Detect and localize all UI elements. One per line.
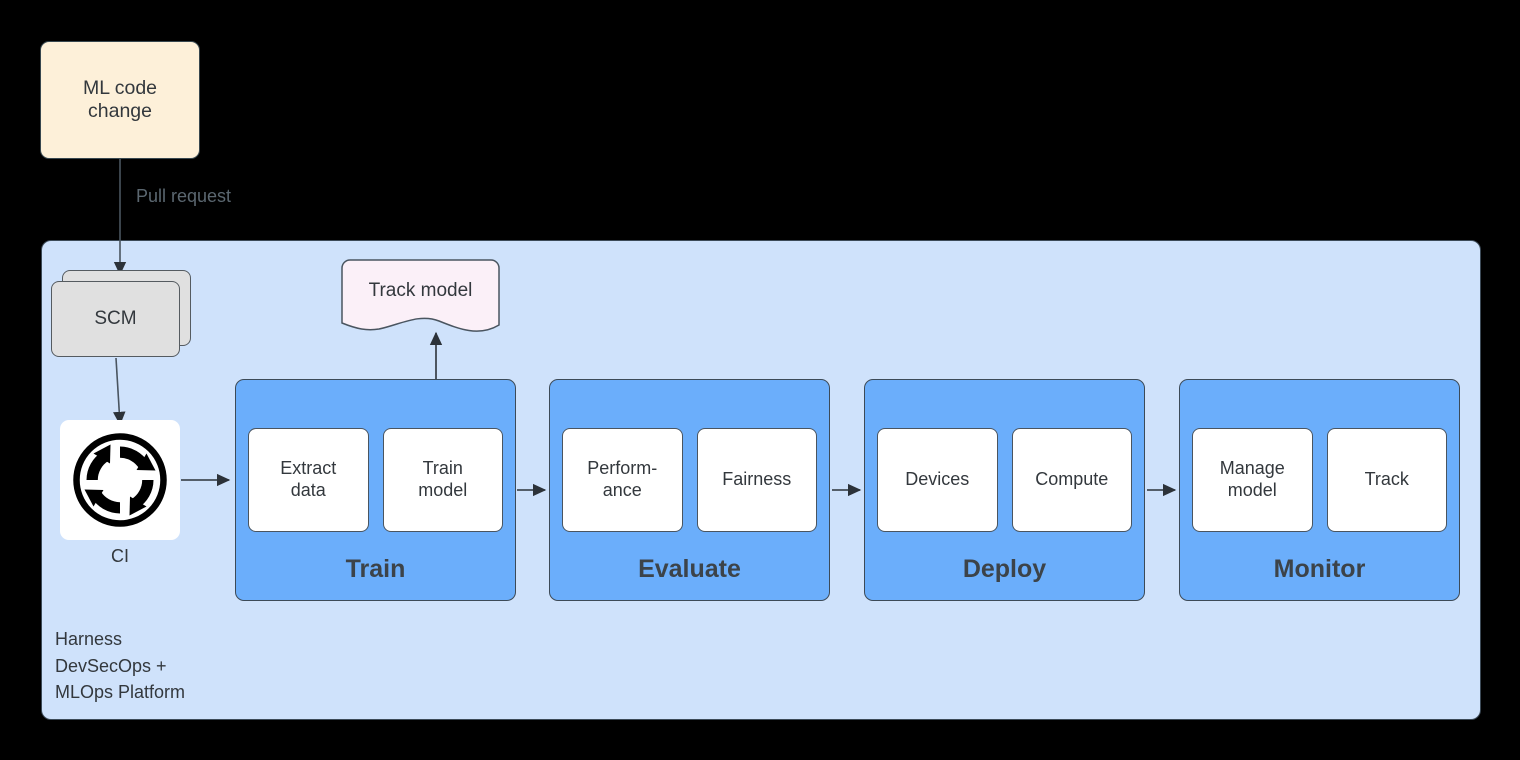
ci-label: CI	[111, 546, 129, 566]
sub-box-manage-model[interactable]: Manage model	[1192, 428, 1313, 532]
stage-monitor[interactable]: Manage model Track Monitor	[1179, 379, 1460, 601]
stage-deploy[interactable]: Devices Compute Deploy	[864, 379, 1145, 601]
continuous-integration-cycle-icon	[73, 433, 167, 527]
stage-evaluate-sub-boxes: Perform- ance Fairness	[562, 428, 817, 532]
scm-node[interactable]: SCM	[51, 270, 191, 357]
stage-evaluate-title: Evaluate	[638, 555, 741, 583]
scm-stack-front-layer	[51, 281, 180, 357]
stage-deploy-title: Deploy	[962, 555, 1047, 583]
stage-monitor-title: Monitor	[1273, 555, 1366, 583]
sub-box-train-model[interactable]: Train model	[382, 428, 503, 532]
scm-label: SCM	[94, 307, 137, 329]
track-model-label: Track model	[368, 279, 473, 301]
stage-train-title: Train	[345, 555, 406, 583]
ml-code-change-label: ML code change	[82, 77, 158, 122]
sub-box-track[interactable]: Track	[1326, 428, 1447, 532]
platform-caption: Harness DevSecOps + MLOps Platform	[55, 629, 186, 703]
stage-train-sub-boxes: Extract data Train model	[248, 428, 503, 532]
sub-box-extract-data[interactable]: Extract data	[248, 428, 369, 532]
document-shape-icon	[341, 259, 500, 332]
stage-monitor-sub-boxes: Manage model Track	[1192, 428, 1447, 532]
stage-deploy-sub-boxes: Devices Compute	[877, 428, 1132, 532]
pull-request-edge-label: Pull request	[136, 186, 232, 206]
stage-evaluate[interactable]: Perform- ance Fairness Evaluate	[549, 379, 830, 601]
sub-box-devices[interactable]: Devices	[877, 428, 998, 532]
sub-box-fairness[interactable]: Fairness	[696, 428, 817, 532]
track-model-node[interactable]: Track model	[341, 259, 500, 337]
sub-box-performance[interactable]: Perform- ance	[562, 428, 683, 532]
ci-node[interactable]	[60, 420, 180, 540]
ml-code-change-node[interactable]: ML code change	[40, 41, 200, 159]
stage-train[interactable]: Extract data Train model Train	[235, 379, 516, 601]
sub-box-compute[interactable]: Compute	[1011, 428, 1132, 532]
